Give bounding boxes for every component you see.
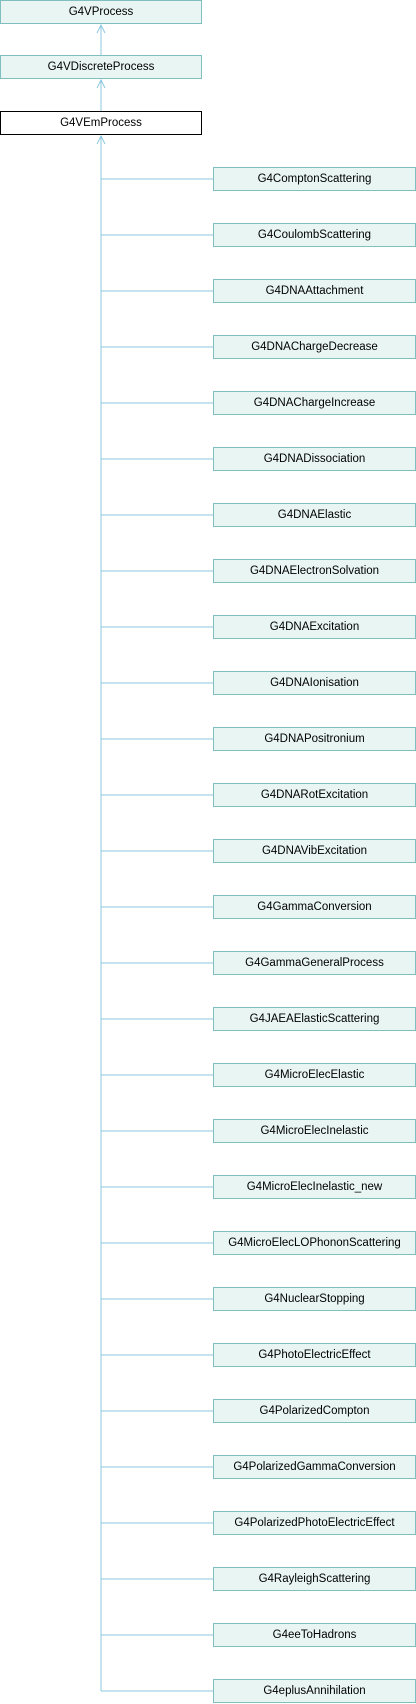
node-g4dnaexcitation[interactable]: G4DNAExcitation	[213, 615, 416, 639]
node-g4dnaionisation[interactable]: G4DNAIonisation	[213, 671, 416, 695]
node-g4coulombscattering[interactable]: G4CoulombScattering	[213, 223, 416, 247]
node-g4vprocess[interactable]: G4VProcess	[0, 0, 202, 24]
node-g4dnapositronium[interactable]: G4DNAPositronium	[213, 727, 416, 751]
node-g4dnadissociation[interactable]: G4DNADissociation	[213, 447, 416, 471]
node-g4dnaelectronsolvation[interactable]: G4DNAElectronSolvation	[213, 559, 416, 583]
node-g4dnavibexcitation[interactable]: G4DNAVibExcitation	[213, 839, 416, 863]
node-g4nuclearstopping[interactable]: G4NuclearStopping	[213, 1287, 416, 1311]
node-g4jaeaelasticscattering[interactable]: G4JAEAElasticScattering	[213, 1007, 416, 1031]
node-g4vemprocess-current[interactable]: G4VEmProcess	[0, 111, 202, 135]
node-g4polarizedphotoelectriceffect[interactable]: G4PolarizedPhotoElectricEffect	[213, 1511, 416, 1535]
node-g4polarizedgammaconversion[interactable]: G4PolarizedGammaConversion	[213, 1455, 416, 1479]
node-g4eplusannihilation[interactable]: G4eplusAnnihilation	[213, 1679, 416, 1703]
node-g4dnachargedecrease[interactable]: G4DNAChargeDecrease	[213, 335, 416, 359]
node-g4rayleighscattering[interactable]: G4RayleighScattering	[213, 1567, 416, 1591]
node-g4dnaelastic[interactable]: G4DNAElastic	[213, 503, 416, 527]
node-g4dnachargeincrease[interactable]: G4DNAChargeIncrease	[213, 391, 416, 415]
node-g4comptonscattering[interactable]: G4ComptonScattering	[213, 167, 416, 191]
node-g4microeleclophononscattering[interactable]: G4MicroElecLOPhononScattering	[213, 1231, 416, 1255]
node-g4vdiscreteprocess[interactable]: G4VDiscreteProcess	[0, 55, 202, 79]
node-g4polarizedcompton[interactable]: G4PolarizedCompton	[213, 1399, 416, 1423]
node-g4dnarotexcitation[interactable]: G4DNARotExcitation	[213, 783, 416, 807]
node-g4gammageneralprocess[interactable]: G4GammaGeneralProcess	[213, 951, 416, 975]
node-g4dnaattachment[interactable]: G4DNAAttachment	[213, 279, 416, 303]
node-g4microelecinelastic[interactable]: G4MicroElecInelastic	[213, 1119, 416, 1143]
node-g4microelecelastic[interactable]: G4MicroElecElastic	[213, 1063, 416, 1087]
node-g4photoelectriceffect[interactable]: G4PhotoElectricEffect	[213, 1343, 416, 1367]
node-g4gammaconversion[interactable]: G4GammaConversion	[213, 895, 416, 919]
node-g4microelecinelastic-new[interactable]: G4MicroElecInelastic_new	[213, 1175, 416, 1199]
node-g4eetohadrons[interactable]: G4eeToHadrons	[213, 1623, 416, 1647]
